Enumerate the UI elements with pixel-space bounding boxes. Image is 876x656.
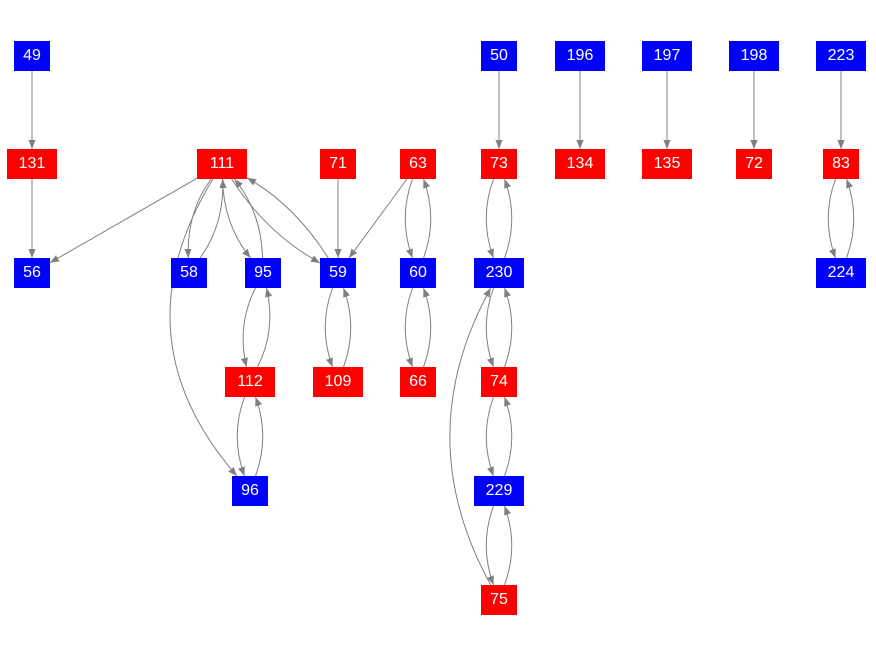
- edge-112-to-95: [257, 287, 273, 368]
- edge-73-to-230: [485, 178, 494, 259]
- node-83[interactable]: 83: [823, 149, 859, 179]
- node-73[interactable]: 73: [481, 149, 517, 179]
- edge-230-to-73: [504, 178, 513, 259]
- edge-112-to-96: [236, 396, 245, 477]
- node-131[interactable]: 131: [7, 149, 57, 179]
- edge-111-to-56: [49, 177, 198, 264]
- node-75[interactable]: 75: [481, 585, 517, 615]
- node-134[interactable]: 134: [555, 149, 605, 179]
- node-224[interactable]: 224: [816, 258, 866, 288]
- node-135[interactable]: 135: [642, 149, 692, 179]
- edge-96-to-112: [255, 396, 264, 477]
- edge-60-to-63: [423, 178, 432, 259]
- node-229[interactable]: 229: [474, 476, 524, 506]
- node-95[interactable]: 95: [245, 258, 281, 288]
- edge-63-to-59: [348, 178, 408, 259]
- node-223[interactable]: 223: [816, 41, 866, 71]
- edge-83-to-224: [827, 178, 836, 259]
- node-60[interactable]: 60: [400, 258, 436, 288]
- node-56[interactable]: 56: [14, 258, 50, 288]
- edge-95-to-111: [234, 178, 264, 259]
- edge-111-to-95: [221, 178, 251, 259]
- edge-59-to-109: [324, 287, 333, 368]
- edge-75-to-229: [504, 505, 513, 586]
- edge-229-to-75: [485, 505, 494, 586]
- edge-95-to-112: [240, 287, 256, 368]
- node-197[interactable]: 197: [642, 41, 692, 71]
- edge-66-to-60: [423, 287, 432, 368]
- edge-63-to-60: [404, 178, 413, 259]
- edge-229-to-74: [504, 396, 513, 477]
- node-59[interactable]: 59: [320, 258, 356, 288]
- node-111[interactable]: 111: [197, 149, 247, 179]
- edge-109-to-59: [343, 287, 352, 368]
- node-230[interactable]: 230: [474, 258, 524, 288]
- node-66[interactable]: 66: [400, 367, 436, 397]
- node-49[interactable]: 49: [14, 41, 50, 71]
- edge-111-to-96: [169, 178, 238, 477]
- node-112[interactable]: 112: [225, 367, 275, 397]
- node-196[interactable]: 196: [555, 41, 605, 71]
- edge-224-to-83: [846, 178, 855, 259]
- edge-60-to-66: [404, 287, 413, 368]
- node-198[interactable]: 198: [729, 41, 779, 71]
- node-96[interactable]: 96: [232, 476, 268, 506]
- node-109[interactable]: 109: [313, 367, 363, 397]
- node-50[interactable]: 50: [481, 41, 517, 71]
- node-58[interactable]: 58: [171, 258, 207, 288]
- node-63[interactable]: 63: [400, 149, 436, 179]
- edge-74-to-229: [485, 396, 494, 477]
- node-72[interactable]: 72: [736, 149, 772, 179]
- edge-230-to-74: [485, 287, 494, 368]
- node-74[interactable]: 74: [481, 367, 517, 397]
- edge-74-to-230: [504, 287, 513, 368]
- node-71[interactable]: 71: [320, 149, 356, 179]
- edge-59-to-111: [246, 177, 329, 259]
- edge-75-to-230: [449, 287, 492, 586]
- edge-111-to-59: [231, 178, 321, 264]
